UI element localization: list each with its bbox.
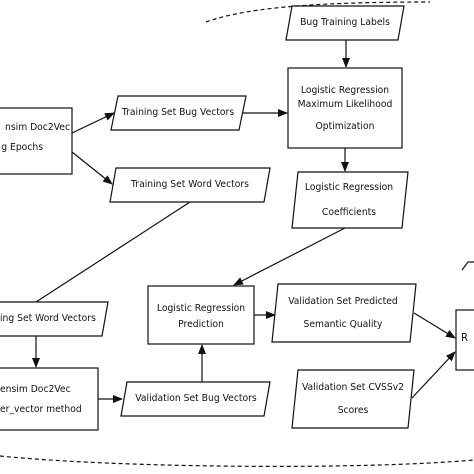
val-cvss-line1: Validation Set CVSSv2 — [301, 382, 405, 393]
right-node-label: R — [461, 331, 469, 344]
training-word-vectors-shape — [109, 167, 271, 203]
arrow-gensim-to-bugvec — [71, 112, 115, 134]
logreg-mle-line2: Maximum Likelihood — [297, 99, 393, 110]
dashed-frame-top — [205, 1, 431, 23]
logreg-mle-line1: Logistic Regression — [300, 85, 390, 96]
bug-training-labels-label: Bug Training Labels — [300, 17, 390, 28]
logreg-coef-line1: Logistic Regression — [304, 182, 394, 193]
set-word-vectors-label: ing Set Word Vectors — [0, 313, 96, 324]
bug-training-labels-shape — [285, 5, 405, 41]
gensim-train-line2: g Epochs — [1, 142, 44, 153]
arrow-predicted-to-right — [413, 312, 456, 339]
logreg-coefficients-shape — [291, 171, 409, 229]
logreg-pred-line2: Prediction — [178, 319, 224, 330]
set-word-vectors-shape — [0, 301, 109, 337]
line-wordvec-to-setword — [35, 201, 191, 303]
validation-predicted-shape — [271, 283, 417, 343]
validation-cvss-shape — [291, 369, 415, 429]
gensim-train-line1: nsim Doc2Vec — [5, 122, 71, 133]
gensim-infer-line2: er_vector method — [0, 404, 82, 415]
dashed-frame-bottom — [0, 455, 474, 467]
logreg-mle-box — [287, 67, 403, 149]
arrow-gensim-to-wordvec — [71, 151, 113, 185]
gensim-train-box — [0, 107, 73, 175]
validation-bug-vectors-shape — [120, 381, 271, 417]
gensim-infer-box — [0, 367, 99, 431]
val-cvss-line2: Scores — [337, 405, 369, 416]
right-box — [455, 309, 474, 371]
val-predicted-line2: Semantic Quality — [303, 319, 383, 330]
partial-arrow-shape — [461, 261, 474, 271]
training-word-vectors-label: Training Set Word Vectors — [131, 179, 249, 190]
val-predicted-line1: Validation Set Predicted — [288, 296, 398, 307]
logreg-prediction-box — [147, 285, 255, 345]
val-bug-vectors-label: Validation Set Bug Vectors — [135, 393, 257, 404]
logreg-mle-line3: Optimization — [315, 121, 375, 132]
gensim-infer-line1: ensim Doc2Vec — [0, 384, 71, 395]
logreg-coef-line2: Coefficients — [321, 207, 377, 218]
arrow-coef-to-prediction — [233, 227, 346, 286]
logreg-pred-line1: Logistic Regression — [156, 303, 246, 314]
training-bug-vectors-label: Training Set Bug Vectors — [121, 107, 235, 118]
arrow-cvss-to-right — [411, 351, 456, 399]
